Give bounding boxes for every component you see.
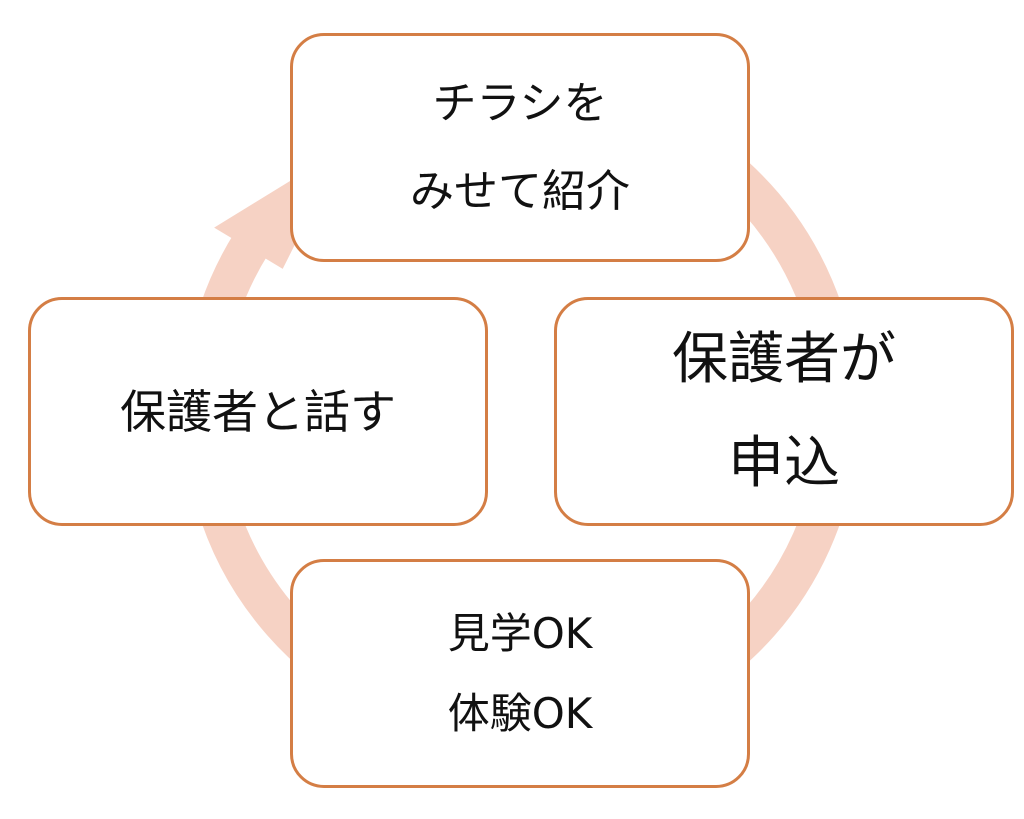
step-text-line: 見学OK [447, 608, 593, 658]
step-box-left: 保護者と話す [28, 297, 488, 526]
step-text-line: チラシを [432, 77, 608, 129]
step-box-right: 保護者が 申込 [554, 297, 1014, 526]
step-text-line: 保護者と話す [120, 384, 396, 439]
step-box-top: チラシを みせて紹介 [290, 33, 750, 262]
step-text-line: みせて紹介 [410, 165, 630, 217]
step-text-line: 申込 [728, 430, 840, 496]
step-box-bottom: 見学OK 体験OK [290, 559, 750, 788]
step-text-line: 体験OK [447, 688, 593, 738]
step-text-line: 保護者が [672, 326, 896, 392]
